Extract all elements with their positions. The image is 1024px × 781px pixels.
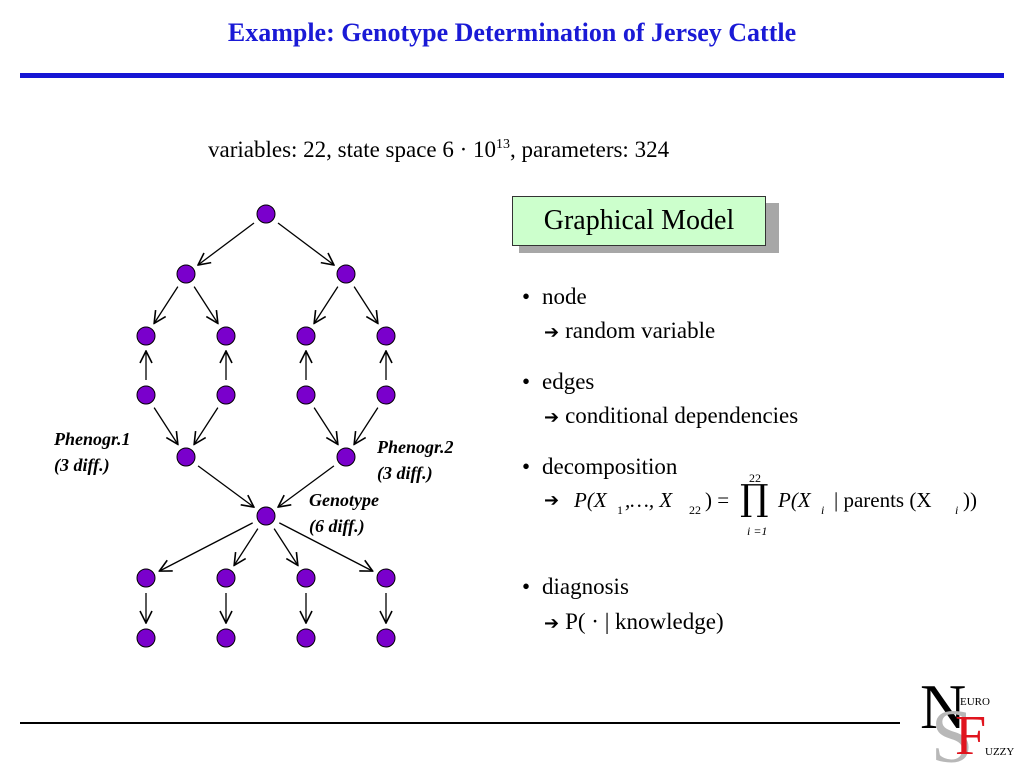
edge-p1-g (197, 465, 254, 507)
node-b2 (216, 385, 236, 405)
logo-letter-s: S (931, 695, 974, 779)
arrow-right-icon: ➔ (544, 490, 560, 511)
node-c3 (296, 568, 316, 588)
node-r1 (336, 264, 356, 284)
formula-lhs-mid: ,…, X (625, 488, 673, 512)
edge-g-c1 (159, 522, 253, 571)
node-p1 (176, 447, 196, 467)
edge-g-c2 (234, 528, 259, 566)
graphical-model-box: Graphical Model (512, 196, 766, 246)
formula-rhs-sub2: i (955, 503, 959, 517)
slide-title: Example: Genotype Determination of Jerse… (227, 18, 797, 47)
phenogroup2-count: (3 diff.) (377, 463, 433, 483)
formula-rhs-sub: i (821, 503, 825, 517)
product-symbol: ∏ (740, 478, 769, 519)
phenogroup2-label: Phenogr.2 (3 diff.) (377, 434, 454, 486)
product-upper-bound: 22 (749, 471, 761, 485)
node-c4 (376, 568, 396, 588)
bullet-node-detail: ➔random variable (544, 318, 715, 344)
node-b3 (296, 385, 316, 405)
subtitle: variables: 22, state space 6 · 1013, par… (208, 137, 669, 163)
node-c1 (136, 568, 156, 588)
edge-g-c4 (279, 522, 372, 571)
formula-rhs-p: P(X (778, 488, 811, 512)
phenogroup1-count: (3 diff.) (54, 455, 110, 475)
bullet-decomposition-label: decomposition (542, 454, 678, 479)
node-b4 (376, 385, 396, 405)
genotype-name: Genotype (309, 490, 379, 510)
arrow-right-icon: ➔ (544, 613, 560, 634)
phenogroup2-name: Phenogr.2 (377, 437, 454, 457)
bullet-edges-label: edges (542, 369, 595, 394)
subtitle-exponent: 13 (496, 137, 511, 152)
subtitle-suffix: , parameters: 324 (510, 137, 670, 162)
node-c2 (216, 568, 236, 588)
edge-b2-p1 (194, 407, 219, 445)
formula-rhs-parents: | parents (X (834, 488, 932, 512)
decomposition-formula: ➔ P(X 1 ,…, X 22 ) = 22 ∏ i =1 P(X i | p… (544, 471, 984, 538)
product-lower-bound: i =1 (747, 524, 768, 538)
node-a4 (376, 326, 396, 346)
edge-root-l1 (198, 222, 255, 265)
node-d1 (136, 628, 156, 648)
genotype-label: Genotype (6 diff.) (309, 487, 379, 539)
node-a3 (296, 326, 316, 346)
node-d4 (376, 628, 396, 648)
subtitle-prefix: variables: 22, state space 6 · 10 (208, 137, 497, 162)
arrow-right-icon: ➔ (544, 407, 560, 428)
formula-rhs-end: )) (963, 488, 977, 512)
edge-root-r1 (277, 222, 334, 265)
bullet-diagnosis-label: diagnosis (542, 574, 629, 599)
edge-b3-p2 (313, 407, 338, 445)
bullet-decomposition: •decomposition (522, 454, 678, 479)
bullet-diagnosis-detail-text: P( · | knowledge) (565, 609, 724, 634)
bullet-node: •node (522, 284, 587, 309)
graph-nodes (136, 204, 396, 648)
formula-lhs-end: ) = (705, 488, 730, 512)
genotype-count: (6 diff.) (309, 516, 365, 536)
bullet-edges-detail-text: conditional dependencies (565, 403, 799, 428)
node-a1 (136, 326, 156, 346)
bullet-diagnosis: •diagnosis (522, 574, 629, 599)
bullet-diagnosis-detail: ➔P( · | knowledge) (544, 609, 724, 635)
edge-r1-a3 (314, 286, 339, 324)
logo-uzzy: UZZY (985, 746, 1015, 758)
edge-b4-p2 (354, 407, 379, 445)
arrow-right-icon: ➔ (544, 322, 560, 343)
phenogroup1-label: Phenogr.1 (3 diff.) (54, 426, 131, 478)
node-d2 (216, 628, 236, 648)
edge-b1-p1 (153, 407, 178, 445)
node-d3 (296, 628, 316, 648)
logo-euro: EURO (960, 696, 990, 708)
logo-letter-f: F (955, 705, 987, 767)
node-a2 (216, 326, 236, 346)
node-root (256, 204, 276, 224)
bayesian-network-diagram (136, 204, 396, 648)
bullet-node-detail-text: random variable (565, 318, 716, 343)
node-b1 (136, 385, 156, 405)
formula-lhs: P(X (574, 488, 607, 512)
edge-l1-a1 (154, 286, 179, 324)
node-p2 (336, 447, 356, 467)
edge-l1-a2 (193, 286, 218, 324)
node-l1 (176, 264, 196, 284)
bullet-node-label: node (542, 284, 587, 309)
edge-g-c3 (273, 528, 298, 566)
title-divider (20, 73, 1004, 78)
node-g (256, 506, 276, 526)
bullet-edges-detail: ➔conditional dependencies (544, 403, 798, 429)
edge-p2-g (278, 465, 335, 507)
bullet-edges: •edges (522, 369, 595, 394)
logo-letter-n: N (920, 671, 967, 742)
neuro-fuzzy-logo: N EURO S F UZZY (915, 671, 1020, 779)
footer-divider (20, 722, 900, 724)
formula-lhs-sub1: 1 (617, 503, 623, 517)
graph-edges (146, 222, 386, 623)
phenogroup1-name: Phenogr.1 (54, 429, 131, 449)
edge-r1-a4 (353, 286, 378, 324)
formula-lhs-sub2: 22 (689, 503, 701, 517)
